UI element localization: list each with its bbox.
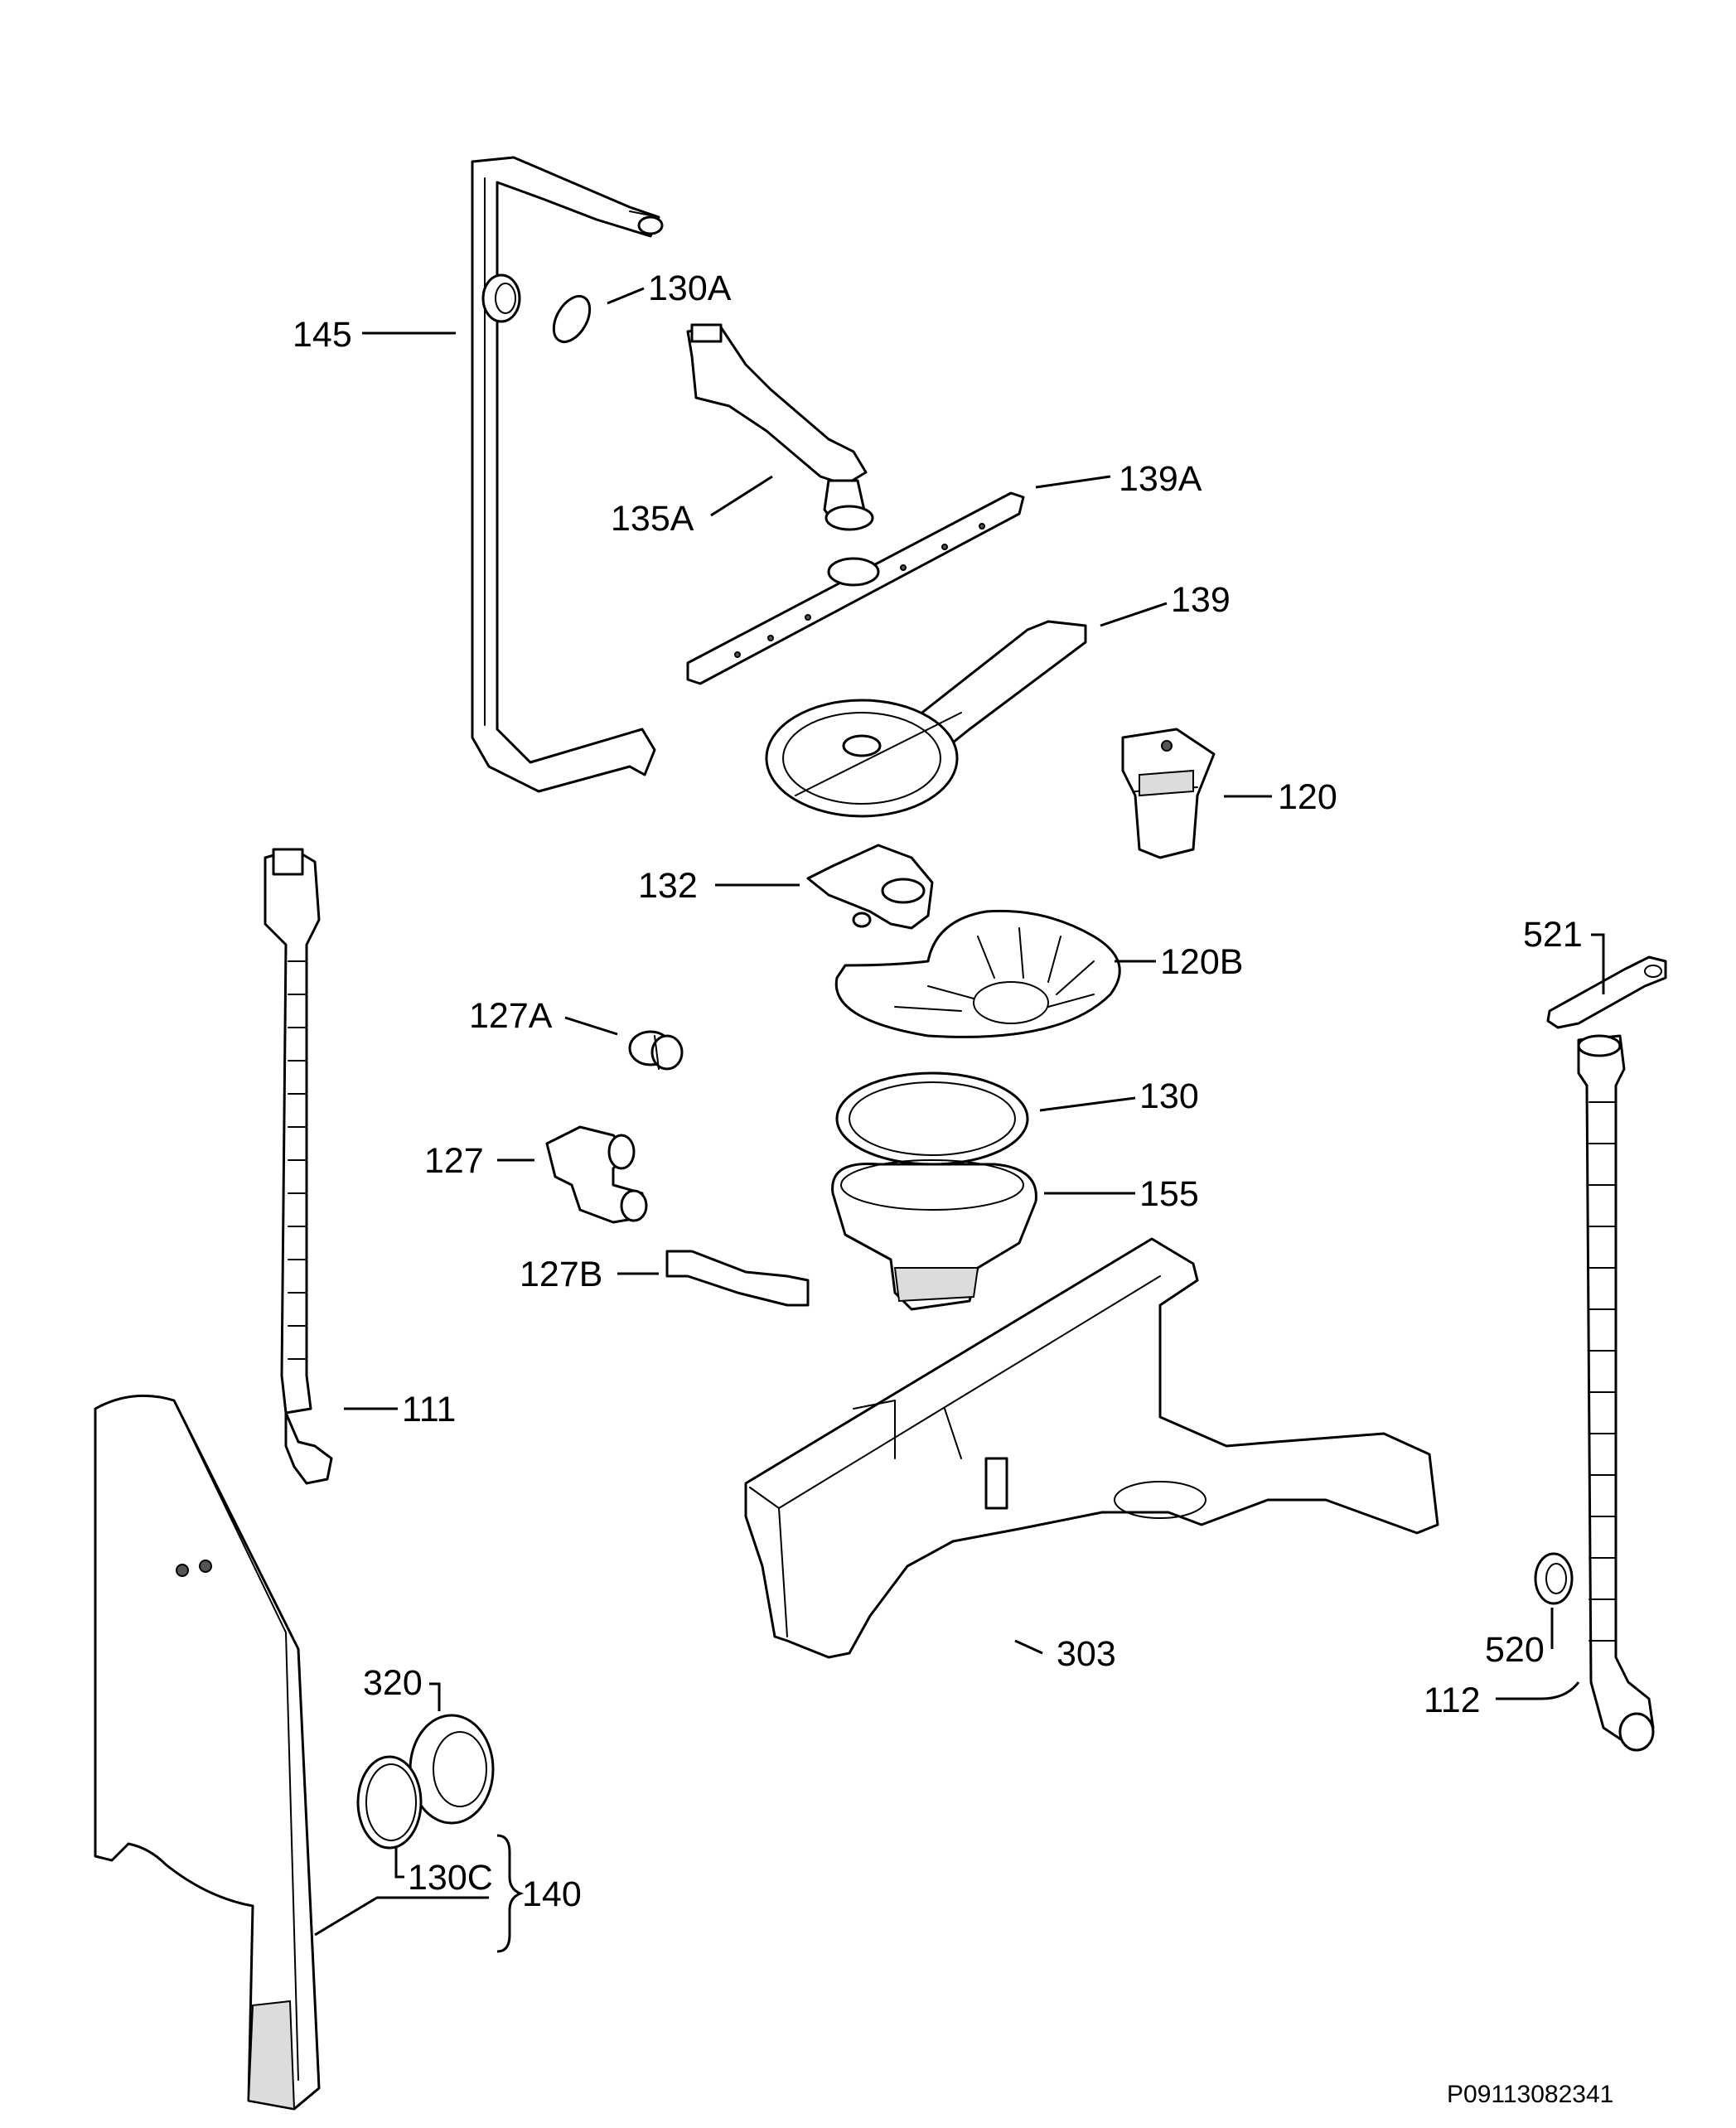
label-320: 320 <box>363 1663 423 1703</box>
leader-320 <box>429 1682 441 1711</box>
leader-127A <box>564 1016 618 1036</box>
part-130-seal-ring <box>835 1071 1029 1166</box>
part-132-bracket <box>806 844 934 930</box>
drawing-code: P09113082341 <box>1447 2081 1613 2108</box>
part-139A-upper-spray-arm <box>686 491 1025 685</box>
label-120: 120 <box>1278 777 1337 817</box>
part-127-hose-bend <box>545 1125 648 1224</box>
leader-lines <box>314 287 1605 1953</box>
label-139: 139 <box>1171 580 1231 620</box>
label-127A: 127A <box>469 996 553 1036</box>
label-145: 145 <box>293 315 352 355</box>
label-140: 140 <box>522 1874 582 1914</box>
part-320-seal <box>409 1714 495 1825</box>
part-130C-o-ring <box>356 1755 423 1850</box>
label-132: 132 <box>638 866 698 906</box>
leader-303 <box>1014 1639 1043 1655</box>
part-521-hose-clip <box>1546 955 1667 1029</box>
part-135A-connector <box>686 323 874 531</box>
part-145-spray-tube <box>471 156 664 793</box>
part-112-drain-hose <box>1577 1034 1655 1752</box>
label-135A: 135A <box>611 499 694 539</box>
leader-130 <box>1039 1096 1136 1112</box>
label-521: 521 <box>1523 915 1583 955</box>
leader-130C <box>394 1848 404 1879</box>
part-140-side-panel <box>94 1394 321 2111</box>
label-303: 303 <box>1057 1634 1116 1674</box>
part-130A-o-ring <box>552 295 592 343</box>
label-130A: 130A <box>648 268 732 308</box>
leader-139A <box>1035 475 1111 489</box>
leader-521 <box>1591 933 1605 994</box>
label-155: 155 <box>1139 1174 1199 1214</box>
label-520: 520 <box>1485 1630 1545 1670</box>
label-127B: 127B <box>520 1255 602 1294</box>
part-139-lower-spray-arm <box>765 620 1087 818</box>
leader-135A <box>710 475 773 517</box>
part-111-inlet-hose <box>264 848 333 1485</box>
part-labels: 145 130A 135A 139A 139 120 132 120B 127A… <box>293 268 1583 1914</box>
label-139A: 139A <box>1119 459 1202 499</box>
part-127B-hose <box>665 1250 810 1307</box>
leader-139 <box>1100 602 1168 627</box>
part-155-sump <box>831 1159 1037 1311</box>
label-127: 127 <box>424 1141 484 1181</box>
leader-130A <box>607 287 645 305</box>
label-112: 112 <box>1424 1681 1481 1720</box>
brace-140 <box>496 1834 525 1953</box>
part-120-filter <box>1121 728 1216 859</box>
label-120B: 120B <box>1160 942 1243 982</box>
part-303-base-tray <box>744 1237 1439 1659</box>
leader-140 <box>314 1896 489 1937</box>
part-127A-coupling <box>628 1030 684 1071</box>
leader-112 <box>1496 1681 1580 1700</box>
label-111: 111 <box>402 1390 456 1429</box>
label-130C: 130C <box>408 1858 493 1898</box>
part-120B-filter-plate <box>834 909 1121 1038</box>
label-130: 130 <box>1139 1076 1199 1116</box>
part-520-grommet <box>1534 1552 1574 1605</box>
